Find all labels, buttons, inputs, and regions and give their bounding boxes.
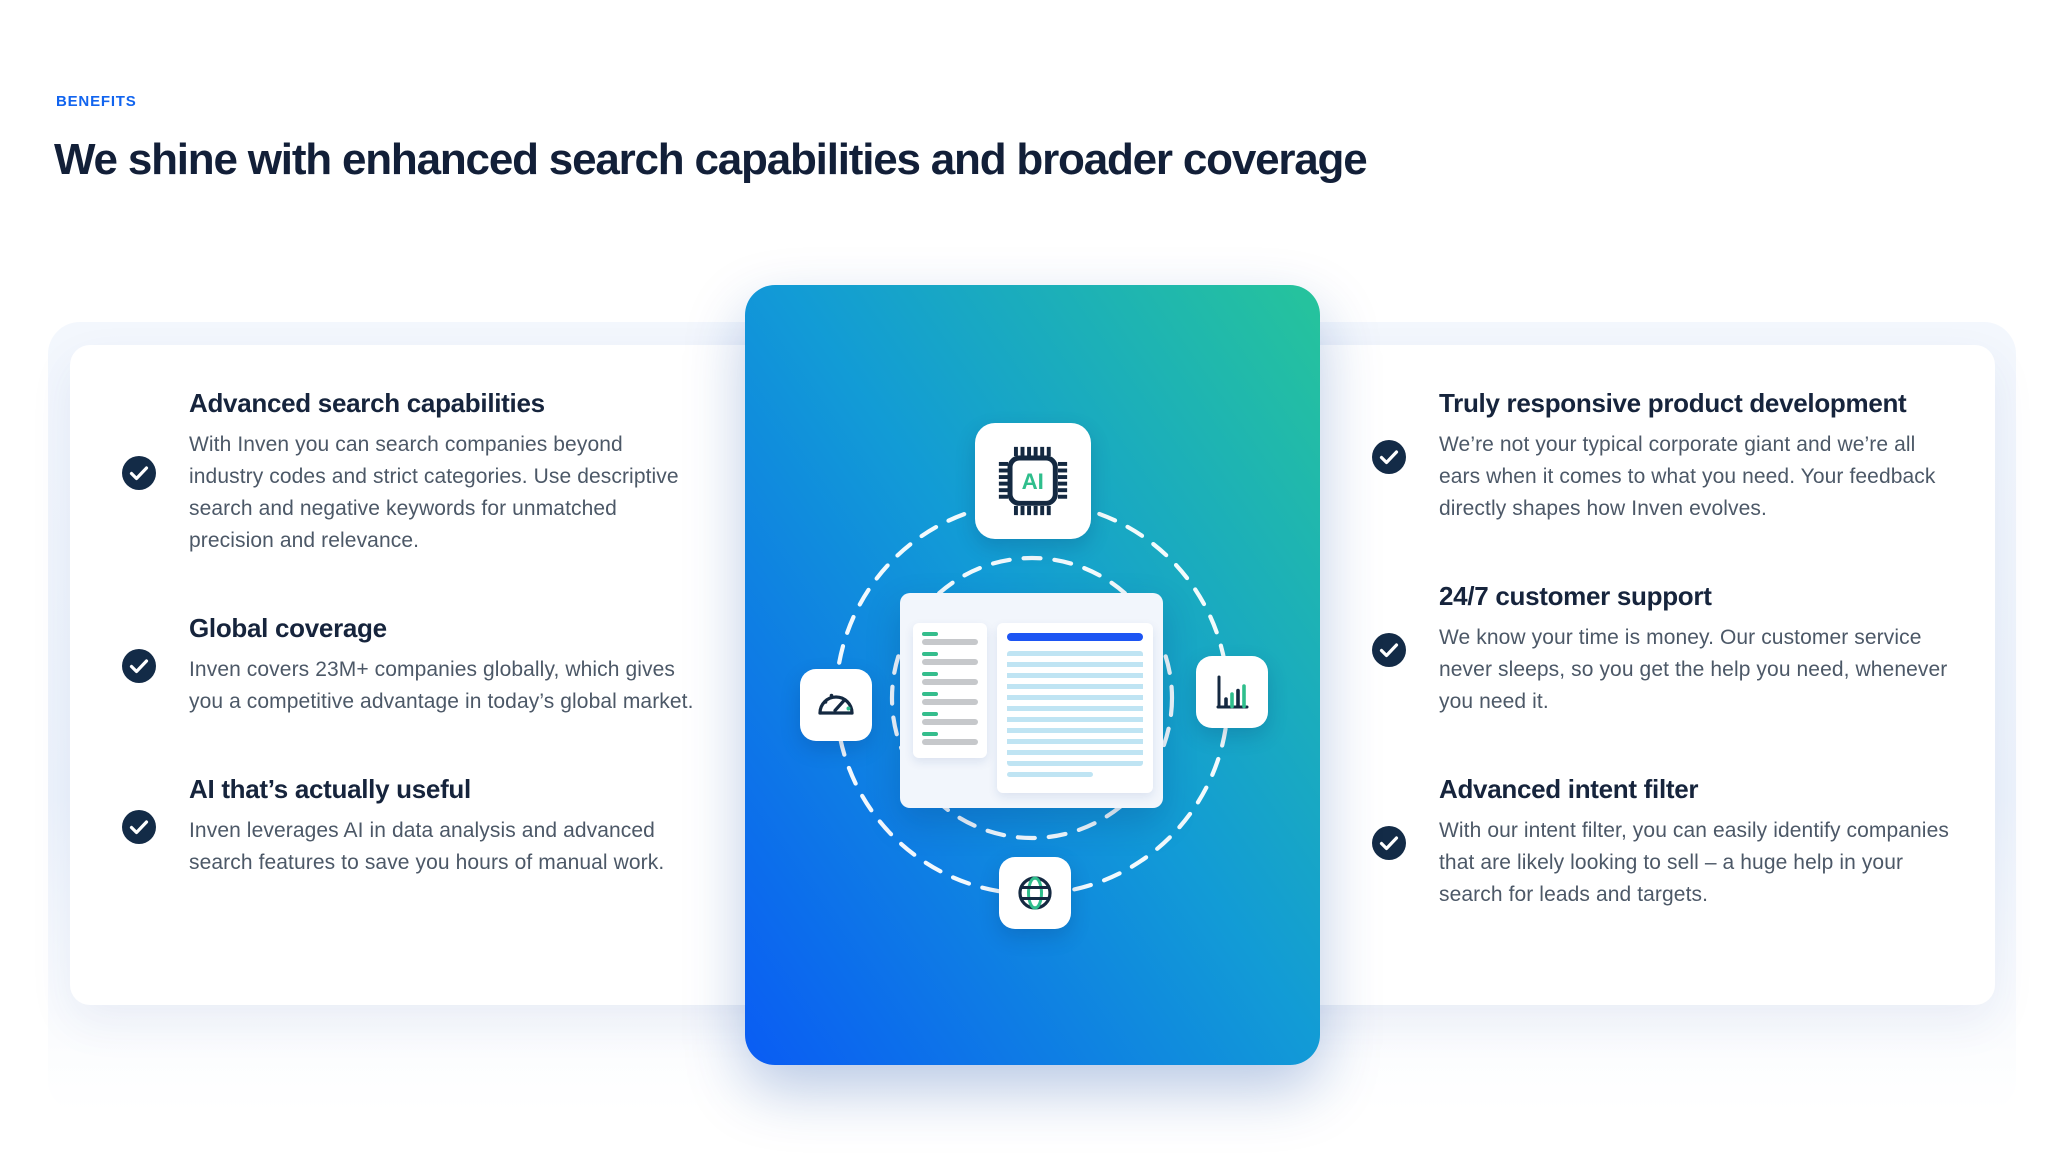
benefit-item-useful-ai: AI that’s actually useful Inven leverage… xyxy=(122,774,697,879)
benefit-title: Advanced search capabilities xyxy=(189,388,545,418)
benefit-title: 24/7 customer support xyxy=(1439,581,1712,611)
bar-chart-card xyxy=(1196,656,1268,728)
speedometer-icon xyxy=(818,693,854,715)
document-title-bar xyxy=(1007,633,1143,641)
benefit-title: Truly responsive product development xyxy=(1439,388,1907,418)
benefit-text: Global coverage Inven covers 23M+ compan… xyxy=(189,613,694,718)
check-icon xyxy=(1372,439,1406,474)
globe-card xyxy=(999,857,1071,929)
benefits-column-right: Truly responsive product development We’… xyxy=(1372,388,1972,911)
benefit-description: With Inven you can search companies beyo… xyxy=(189,433,679,552)
benefit-item-responsive-development: Truly responsive product development We’… xyxy=(1372,388,1972,525)
benefit-text: Advanced intent filter With our intent f… xyxy=(1439,774,1959,911)
list-entry xyxy=(922,712,978,725)
list-entry xyxy=(922,632,978,645)
section-title: We shine with enhanced search capabiliti… xyxy=(54,135,1368,184)
benefit-item-intent-filter: Advanced intent filter With our intent f… xyxy=(1372,774,1972,911)
document-text-panel xyxy=(997,623,1153,793)
check-icon xyxy=(122,455,156,490)
document-illustration xyxy=(900,593,1163,808)
globe-icon xyxy=(1018,876,1052,910)
check-icon xyxy=(122,809,156,844)
benefit-description: We know your time is money. Our customer… xyxy=(1439,626,1948,713)
benefit-text: Truly responsive product development We’… xyxy=(1439,388,1959,525)
ai-chip-icon: AI xyxy=(998,446,1068,516)
document-text-lines xyxy=(1007,651,1143,766)
speedometer-card xyxy=(800,669,872,741)
benefit-title: AI that’s actually useful xyxy=(189,774,471,804)
ai-chip-label: AI xyxy=(1022,469,1044,494)
benefit-title: Global coverage xyxy=(189,613,387,643)
benefit-text: AI that’s actually useful Inven leverage… xyxy=(189,774,694,879)
section-eyebrow: BENEFITS xyxy=(56,93,137,110)
benefit-description: Inven covers 23M+ companies globally, wh… xyxy=(189,658,694,713)
list-entry xyxy=(922,652,978,665)
list-entry xyxy=(922,672,978,685)
bar-chart-icon xyxy=(1216,675,1249,709)
benefit-description: Inven leverages AI in data analysis and … xyxy=(189,819,665,874)
list-entry xyxy=(922,732,978,745)
benefit-text: Advanced search capabilities With Inven … xyxy=(189,388,694,557)
list-entry xyxy=(922,692,978,705)
illustration-card: AI xyxy=(745,285,1320,1065)
check-icon xyxy=(122,648,156,683)
document-list-panel xyxy=(913,623,987,758)
benefit-item-advanced-search: Advanced search capabilities With Inven … xyxy=(122,388,697,557)
benefits-column-left: Advanced search capabilities With Inven … xyxy=(122,388,697,879)
benefit-item-global-coverage: Global coverage Inven covers 23M+ compan… xyxy=(122,613,697,718)
benefit-description: We’re not your typical corporate giant a… xyxy=(1439,433,1936,520)
benefit-item-customer-support: 24/7 customer support We know your time … xyxy=(1372,581,1972,718)
benefit-title: Advanced intent filter xyxy=(1439,774,1699,804)
document-text-line-short xyxy=(1007,772,1093,777)
benefit-description: With our intent filter, you can easily i… xyxy=(1439,819,1949,906)
check-icon xyxy=(1372,825,1406,860)
ai-chip-card: AI xyxy=(975,423,1091,539)
check-icon xyxy=(1372,632,1406,667)
benefit-text: 24/7 customer support We know your time … xyxy=(1439,581,1959,718)
